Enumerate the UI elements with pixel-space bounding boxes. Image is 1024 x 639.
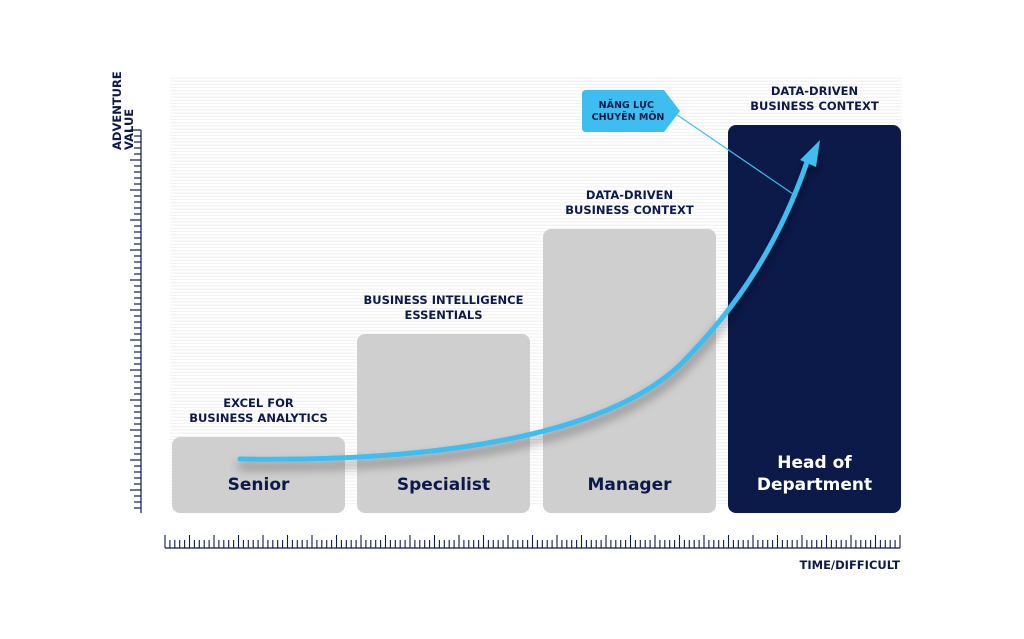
bar-caption-line: BUSINESS CONTEXT <box>750 99 879 113</box>
bar-rect <box>357 334 530 513</box>
bar-caption-line: ESSENTIALS <box>404 308 482 322</box>
y-axis-ruler <box>130 129 142 513</box>
growth-curve <box>237 159 810 462</box>
bar-name-line: Department <box>757 475 872 495</box>
bar-rect <box>543 229 716 513</box>
bar-rect <box>728 125 901 513</box>
callout-text: NĂNG LỰC CHUYÊN MÔN <box>592 99 665 123</box>
bar-name-line: Specialist <box>397 475 490 495</box>
bar-rect <box>172 437 345 513</box>
bar-name-line: Head of <box>777 453 852 473</box>
bar-caption-line: DATA-DRIVEN <box>586 188 673 202</box>
bar-caption-line: BUSINESS INTELLIGENCE <box>364 293 524 307</box>
bar-name: Senior <box>228 475 290 495</box>
bar-caption-line: BUSINESS ANALYTICS <box>189 411 328 425</box>
bar-caption-line: EXCEL FOR <box>223 396 294 410</box>
callout-tag-shape <box>582 90 680 132</box>
bar-name: Specialist <box>397 475 490 495</box>
bar-caption-line: DATA-DRIVEN <box>771 84 858 98</box>
bar-name: Manager <box>587 475 672 495</box>
bar-caption-line: BUSINESS CONTEXT <box>565 203 694 217</box>
bar-name-line: Manager <box>587 475 672 495</box>
bar-name-line: Senior <box>228 475 290 495</box>
callout-leader-line <box>669 109 794 195</box>
callout-tag: NĂNG LỰC CHUYÊN MÔN <box>582 90 794 195</box>
arrow-head-icon <box>800 140 820 167</box>
y-axis-label: ADVENTURE VALUE <box>110 67 136 150</box>
x-axis-ruler <box>164 535 901 549</box>
growth-arrow <box>237 140 820 462</box>
x-axis-label: TIME/DIFFICULT <box>800 558 901 572</box>
